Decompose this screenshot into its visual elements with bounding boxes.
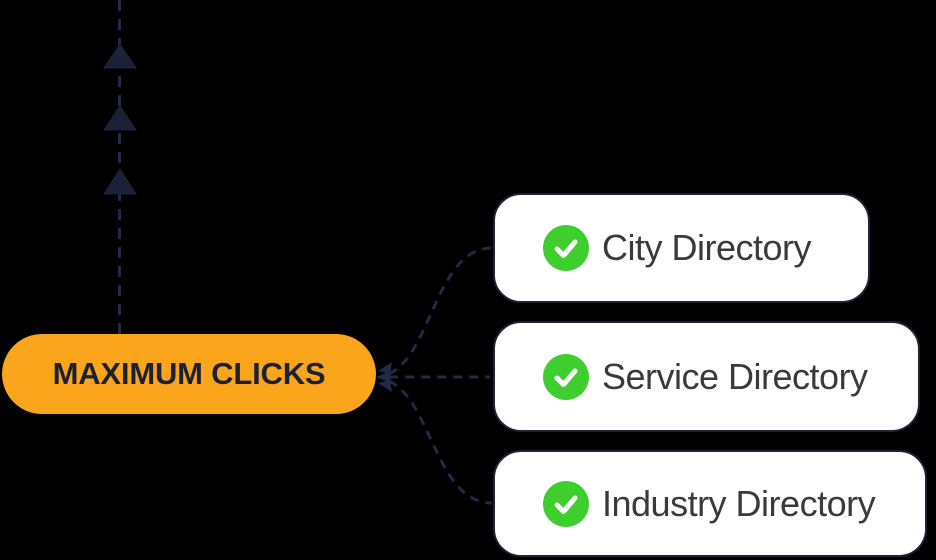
maximum-clicks-label: MAXIMUM CLICKS [52,356,326,391]
connector-bottom [388,379,493,505]
up-arrow-icon [103,43,137,69]
maximum-clicks-node: MAXIMUM CLICKS [2,334,376,414]
arrowhead-icon [378,380,392,392]
arrowhead-icon [378,362,392,374]
check-circle-icon [543,225,589,271]
up-arrow-icon [103,105,137,131]
check-circle-icon [543,480,589,527]
card-label: Industry Directory [602,482,876,524]
connector-top [388,246,493,376]
up-arrow-icon [103,168,137,195]
card-service-directory: Service Directory [493,321,920,432]
arrowhead-icon [376,371,390,383]
check-circle-icon [543,353,589,400]
card-label: City Directory [602,227,812,268]
card-industry-directory: Industry Directory [493,450,927,557]
card-label: Service Directory [602,355,868,397]
card-city-directory: City Directory [493,193,870,303]
